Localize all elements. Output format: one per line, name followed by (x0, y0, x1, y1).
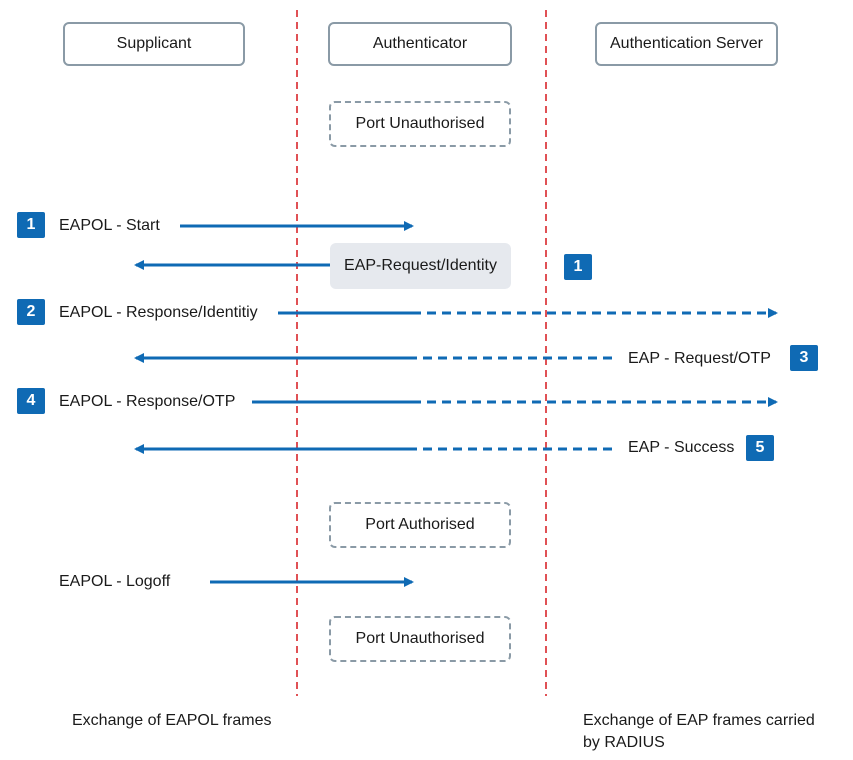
step-badge-1: 1 (17, 212, 45, 238)
label-eap-success: EAP - Success (628, 439, 735, 456)
state-port-unauthorised-end: Port Unauthorised (329, 616, 511, 662)
actor-authenticator: Authenticator (328, 22, 512, 66)
eap-request-identity-box: EAP-Request/Identity (330, 243, 511, 289)
label-eapol-response-identity: EAPOL - Response/Identitiy (59, 304, 258, 321)
label-eapol-response-otp: EAPOL - Response/OTP (59, 393, 236, 410)
label-eap-request-otp: EAP - Request/OTP (628, 350, 771, 367)
caption-radius-exchange-line2: by RADIUS (583, 734, 665, 751)
step-badge-1-server: 1 (564, 254, 592, 280)
state-port-unauthorised: Port Unauthorised (329, 101, 511, 147)
step-badge-4: 4 (17, 388, 45, 414)
caption-radius-exchange-line1: Exchange of EAP frames carried (583, 712, 815, 729)
label-eapol-logoff: EAPOL - Logoff (59, 573, 171, 590)
step-badge-5: 5 (746, 435, 774, 461)
label-eapol-start: EAPOL - Start (59, 217, 160, 234)
step-badge-2: 2 (17, 299, 45, 325)
caption-eapol-exchange: Exchange of EAPOL frames (72, 712, 272, 729)
step-badge-3: 3 (790, 345, 818, 371)
actor-authentication-server: Authentication Server (595, 22, 778, 66)
state-port-authorised: Port Authorised (329, 502, 511, 548)
actor-supplicant: Supplicant (63, 22, 245, 66)
